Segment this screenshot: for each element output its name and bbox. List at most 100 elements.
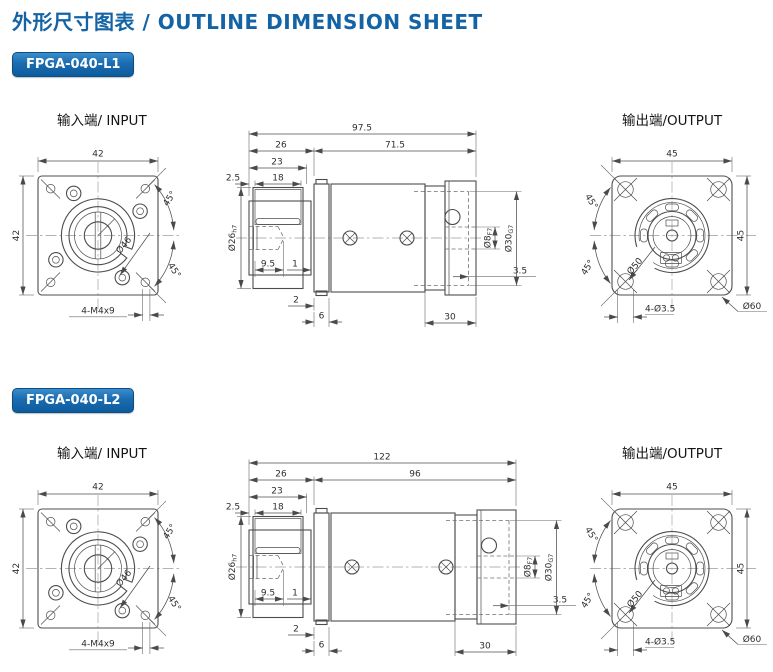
mounting-screws-icon xyxy=(48,518,148,619)
dim-output-height: 45 xyxy=(737,563,747,574)
section-l1: FPGA-040-L1 输入端/ INPUT 输出端/OUTPUT xyxy=(12,52,767,327)
dim-step: 2 xyxy=(293,625,299,635)
clamp-collar-ring xyxy=(60,198,136,273)
body-screws-icon xyxy=(344,559,454,575)
dim-output-angle-top: 45° xyxy=(582,193,599,212)
output-center-hole xyxy=(665,562,679,575)
input-flange-outline xyxy=(37,175,159,296)
dim-input-width: 42 xyxy=(92,483,103,493)
output-center-hole xyxy=(665,229,679,242)
dim-hub-length: 23 xyxy=(271,487,282,497)
dim-offset: 2.5 xyxy=(226,174,240,184)
dim-screws: 4-M4x9 xyxy=(81,640,115,650)
dim-input-width: 42 xyxy=(92,150,103,160)
dim-output-length: 30 xyxy=(444,313,456,323)
dim-input-height: 42 xyxy=(12,563,22,574)
dim-overall-length: 122 xyxy=(373,453,390,463)
dim-step: 2 xyxy=(293,296,299,306)
tapped-hole-icon xyxy=(480,537,498,554)
dim-body-length: 71.5 xyxy=(385,141,405,151)
dim-hub-diameter: Ø26h7 xyxy=(227,554,239,581)
input-view-drawing: 42 42 Ø46 45° 45° 4-M4x9 xyxy=(12,150,182,321)
dim-pilot-diameter: Ø30G7 xyxy=(504,225,516,252)
input-bore xyxy=(83,554,113,583)
input-hub xyxy=(248,529,312,605)
dim-output-length: 30 xyxy=(479,642,491,652)
input-bore xyxy=(83,221,113,250)
keyway xyxy=(665,552,679,560)
dim-angle-bottom: 45° xyxy=(165,594,182,613)
dim-output-angle-bottom: 45° xyxy=(580,592,597,611)
output-view-label: 输出端/OUTPUT xyxy=(622,446,723,462)
output-view-label: 输出端/OUTPUT xyxy=(622,113,723,129)
page-title: 外形尺寸图表 / OUTLINE DIMENSION SHEET xyxy=(12,10,483,34)
output-flange-outline xyxy=(611,175,733,296)
dim-pilot-diameter: Ø30G7 xyxy=(544,554,556,581)
input-collar xyxy=(252,186,304,290)
input-view-label: 输入端/ INPUT xyxy=(57,113,147,129)
dim-front-length: 26 xyxy=(275,141,287,151)
side-view-drawing: 97.5 26 71.5 23 18 2.5 Ø26h7 9.5 1 xyxy=(226,124,536,327)
dim-output-angle-bottom: 45° xyxy=(580,259,597,278)
output-bearing xyxy=(634,531,710,607)
output-view-drawing: 45 45 Ø50 Ø60 4-Ø3.5 45° 45° xyxy=(580,150,767,323)
dim-hub-length: 23 xyxy=(271,158,282,168)
dim-output-pilot: Ø50 xyxy=(625,256,646,277)
input-flange-outline xyxy=(37,508,159,629)
input-view-label: 输入端/ INPUT xyxy=(57,446,147,462)
output-flange-outline xyxy=(611,508,733,629)
hub-circle xyxy=(74,211,122,260)
dim-output-pilot: Ø50 xyxy=(625,589,646,610)
input-view-drawing: 42 42 Ø46 45° 45° 4-M4x9 xyxy=(12,483,182,654)
dim-output-angle-top: 45° xyxy=(582,526,599,545)
keyway xyxy=(665,219,679,227)
dim-bolt-circle: Ø46 xyxy=(114,568,134,590)
dim-angle-top: 45° xyxy=(162,189,179,208)
output-block xyxy=(444,180,477,296)
tapped-hole-icon xyxy=(444,208,461,226)
dim-hub-diameter: Ø26h7 xyxy=(227,225,239,252)
side-view-drawing: 122 26 96 23 18 2.5 Ø26h7 9.5 1 xyxy=(226,453,576,656)
clamp-window xyxy=(254,189,302,225)
dim-flange-thickness: 6 xyxy=(319,312,325,322)
dim-window-length: 18 xyxy=(272,503,284,513)
body-screws-icon xyxy=(342,230,415,246)
dim-output-outer: Ø60 xyxy=(743,634,762,645)
corner-chamfer-marks xyxy=(40,179,156,292)
input-collar xyxy=(252,515,304,619)
dim-bore-diameter: Ø8F7 xyxy=(483,228,495,248)
model-badge: FPGA-040-L2 xyxy=(12,388,135,413)
clamp-window xyxy=(254,518,302,554)
dim-input-height: 42 xyxy=(12,230,22,241)
dim-bore-diameter: Ø8F7 xyxy=(523,557,535,577)
through-holes-icon xyxy=(613,510,731,627)
dim-bolt-circle: Ø46 xyxy=(114,235,134,257)
corner-chamfer-marks xyxy=(40,512,156,625)
dim-recess-depth: 3.5 xyxy=(553,596,567,606)
dim-body-length: 96 xyxy=(409,470,421,480)
dim-output-width: 45 xyxy=(666,150,677,160)
dim-front-length: 26 xyxy=(275,470,287,480)
clamp-collar-ring xyxy=(60,531,136,606)
dim-gap: 1 xyxy=(292,260,298,270)
dim-offset: 2.5 xyxy=(226,503,240,513)
dim-bore-depth: 9.5 xyxy=(261,260,275,270)
dim-output-holes: 4-Ø3.5 xyxy=(645,637,675,648)
dim-screws: 4-M4x9 xyxy=(81,307,115,317)
model-badge: FPGA-040-L1 xyxy=(12,52,135,77)
dim-flange-thickness: 6 xyxy=(319,641,325,651)
output-block xyxy=(476,509,517,625)
dim-angle-bottom: 45° xyxy=(165,261,182,280)
dim-output-height: 45 xyxy=(737,230,747,241)
output-view-drawing: 45 45 Ø50 Ø60 4-Ø3.5 45° 45° xyxy=(580,483,767,656)
dim-bore-depth: 9.5 xyxy=(261,589,275,599)
output-bearing xyxy=(634,198,710,274)
dim-output-outer: Ø60 xyxy=(743,301,762,312)
input-hub xyxy=(248,200,312,276)
dim-output-width: 45 xyxy=(666,483,677,493)
dim-recess-depth: 3.5 xyxy=(513,267,527,277)
dim-output-holes: 4-Ø3.5 xyxy=(645,304,675,315)
dim-window-length: 18 xyxy=(272,174,284,184)
dim-overall-length: 97.5 xyxy=(352,124,372,134)
